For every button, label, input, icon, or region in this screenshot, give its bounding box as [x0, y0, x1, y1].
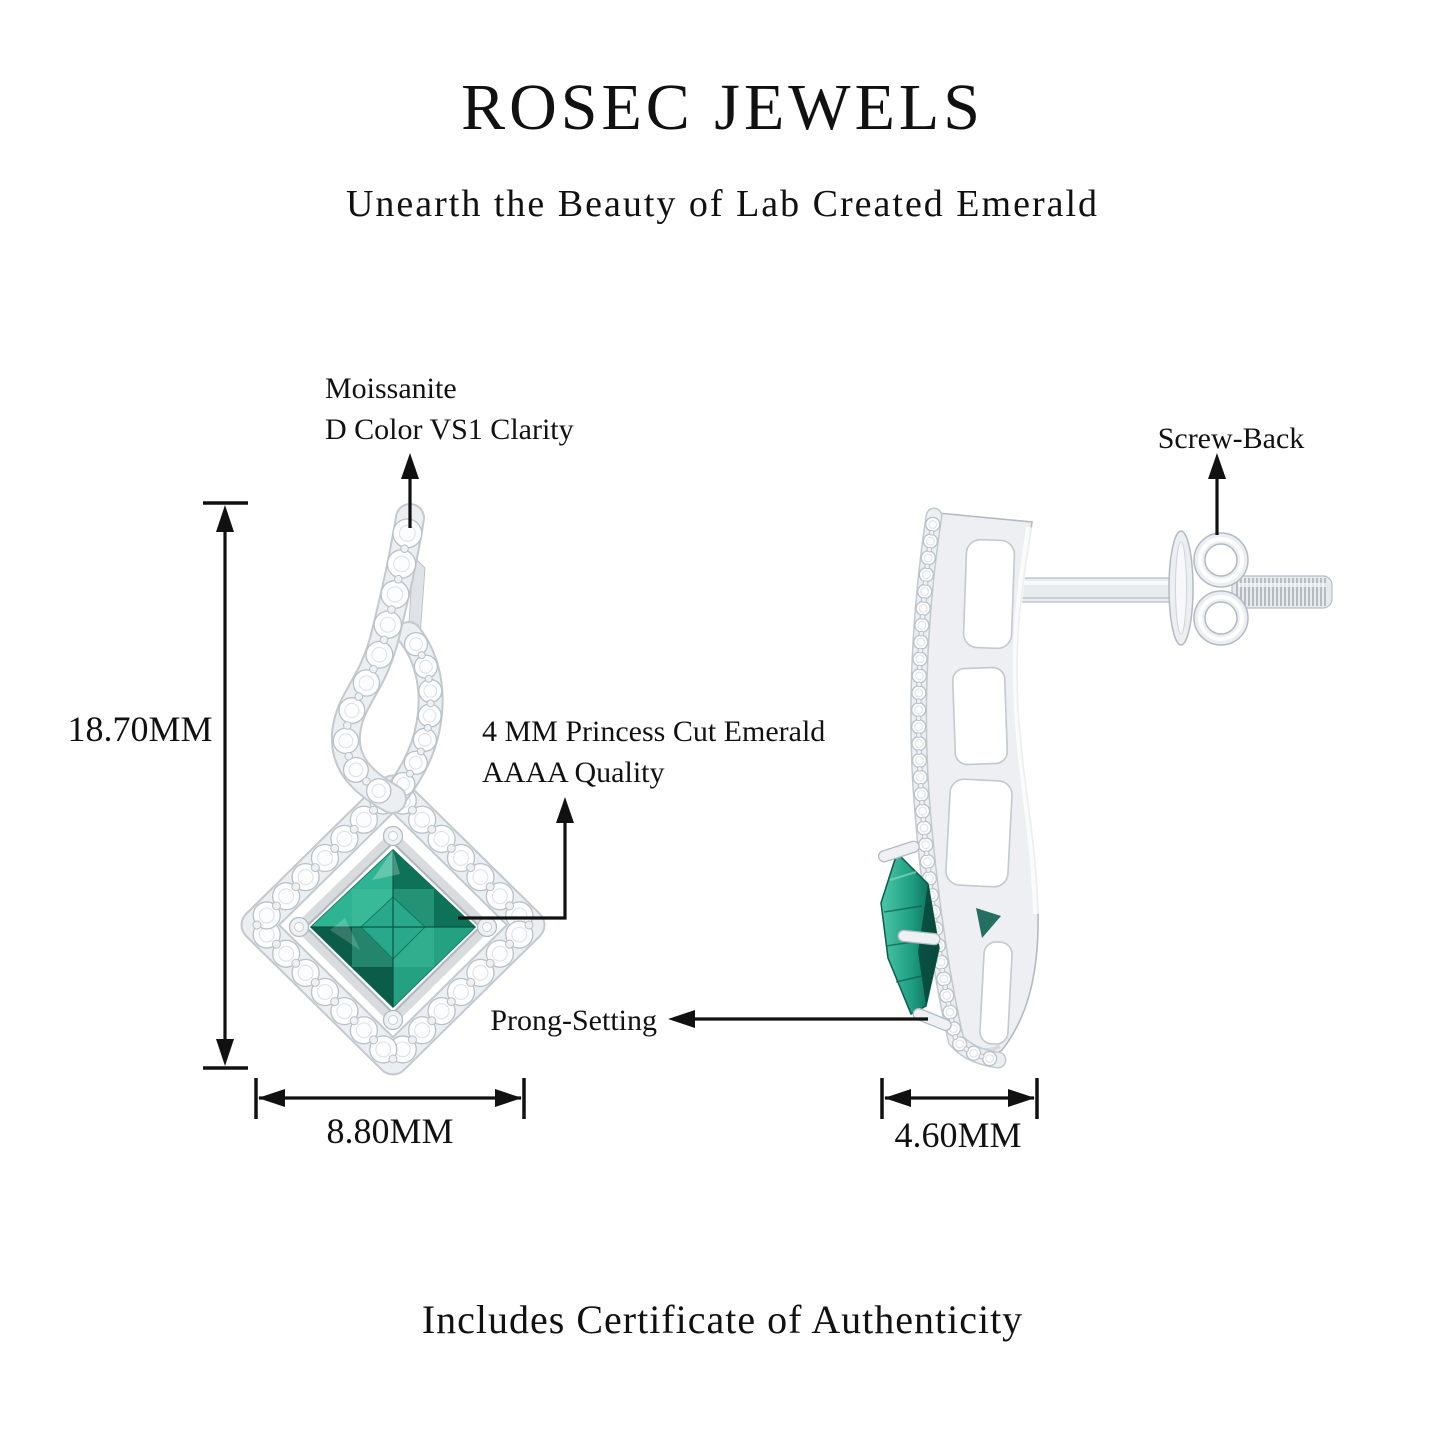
center-stone-label: 4 MM Princess Cut Emerald AAAA Quality: [482, 711, 825, 794]
bezel-prong-beads: [288, 825, 498, 1031]
dimension-side-depth-line: [880, 1078, 1039, 1119]
screw-back-butterfly: [1193, 532, 1249, 646]
dimension-front-width-line: [254, 1078, 526, 1119]
dimension-height-line: [203, 501, 248, 1070]
screw-back-pointer-arrow: [1208, 453, 1226, 535]
side-frame: [918, 512, 1039, 1059]
height-dimension-value: 18.70MM: [67, 709, 213, 749]
screw-back-label: Screw-Back: [1157, 422, 1305, 455]
prong-pointer-arrow: [668, 1010, 928, 1028]
side-depth-dimension-value: 4.60MM: [894, 1115, 1022, 1155]
front-width-dimension-value: 8.80MM: [326, 1111, 454, 1151]
side-prongs: [877, 840, 952, 1032]
moissanite-pointer-arrow: [401, 453, 419, 528]
earring-post: [1017, 577, 1177, 603]
screw-back-disc: [1168, 530, 1194, 646]
screw-thread: [1231, 575, 1333, 609]
front-earring-illustration: [253, 518, 533, 1063]
certificate-note: Includes Certificate of Authenticity: [421, 1297, 1024, 1342]
center-stone-label-line2: AAAA Quality: [482, 756, 665, 790]
moissanite-label: Moissanite D Color VS1 Clarity: [325, 368, 574, 451]
brand-title: ROSEC JEWELS: [461, 71, 984, 144]
twist-drop: [333, 518, 442, 803]
side-earring-illustration: [877, 507, 1333, 1069]
tagline: Unearth the Beauty of Lab Created Emeral…: [345, 183, 1100, 225]
front-emerald: [309, 848, 477, 1009]
center-stone-pointer-arrow: [458, 797, 574, 920]
center-stone-label-line1: 4 MM Princess Cut Emerald: [482, 715, 826, 748]
prong-setting-label: Prong-Setting: [490, 1004, 657, 1037]
annotation-layer: [203, 453, 1226, 1119]
moissanite-label-line2: D Color VS1 Clarity: [325, 413, 574, 447]
moissanite-label-line1: Moissanite: [325, 372, 457, 405]
